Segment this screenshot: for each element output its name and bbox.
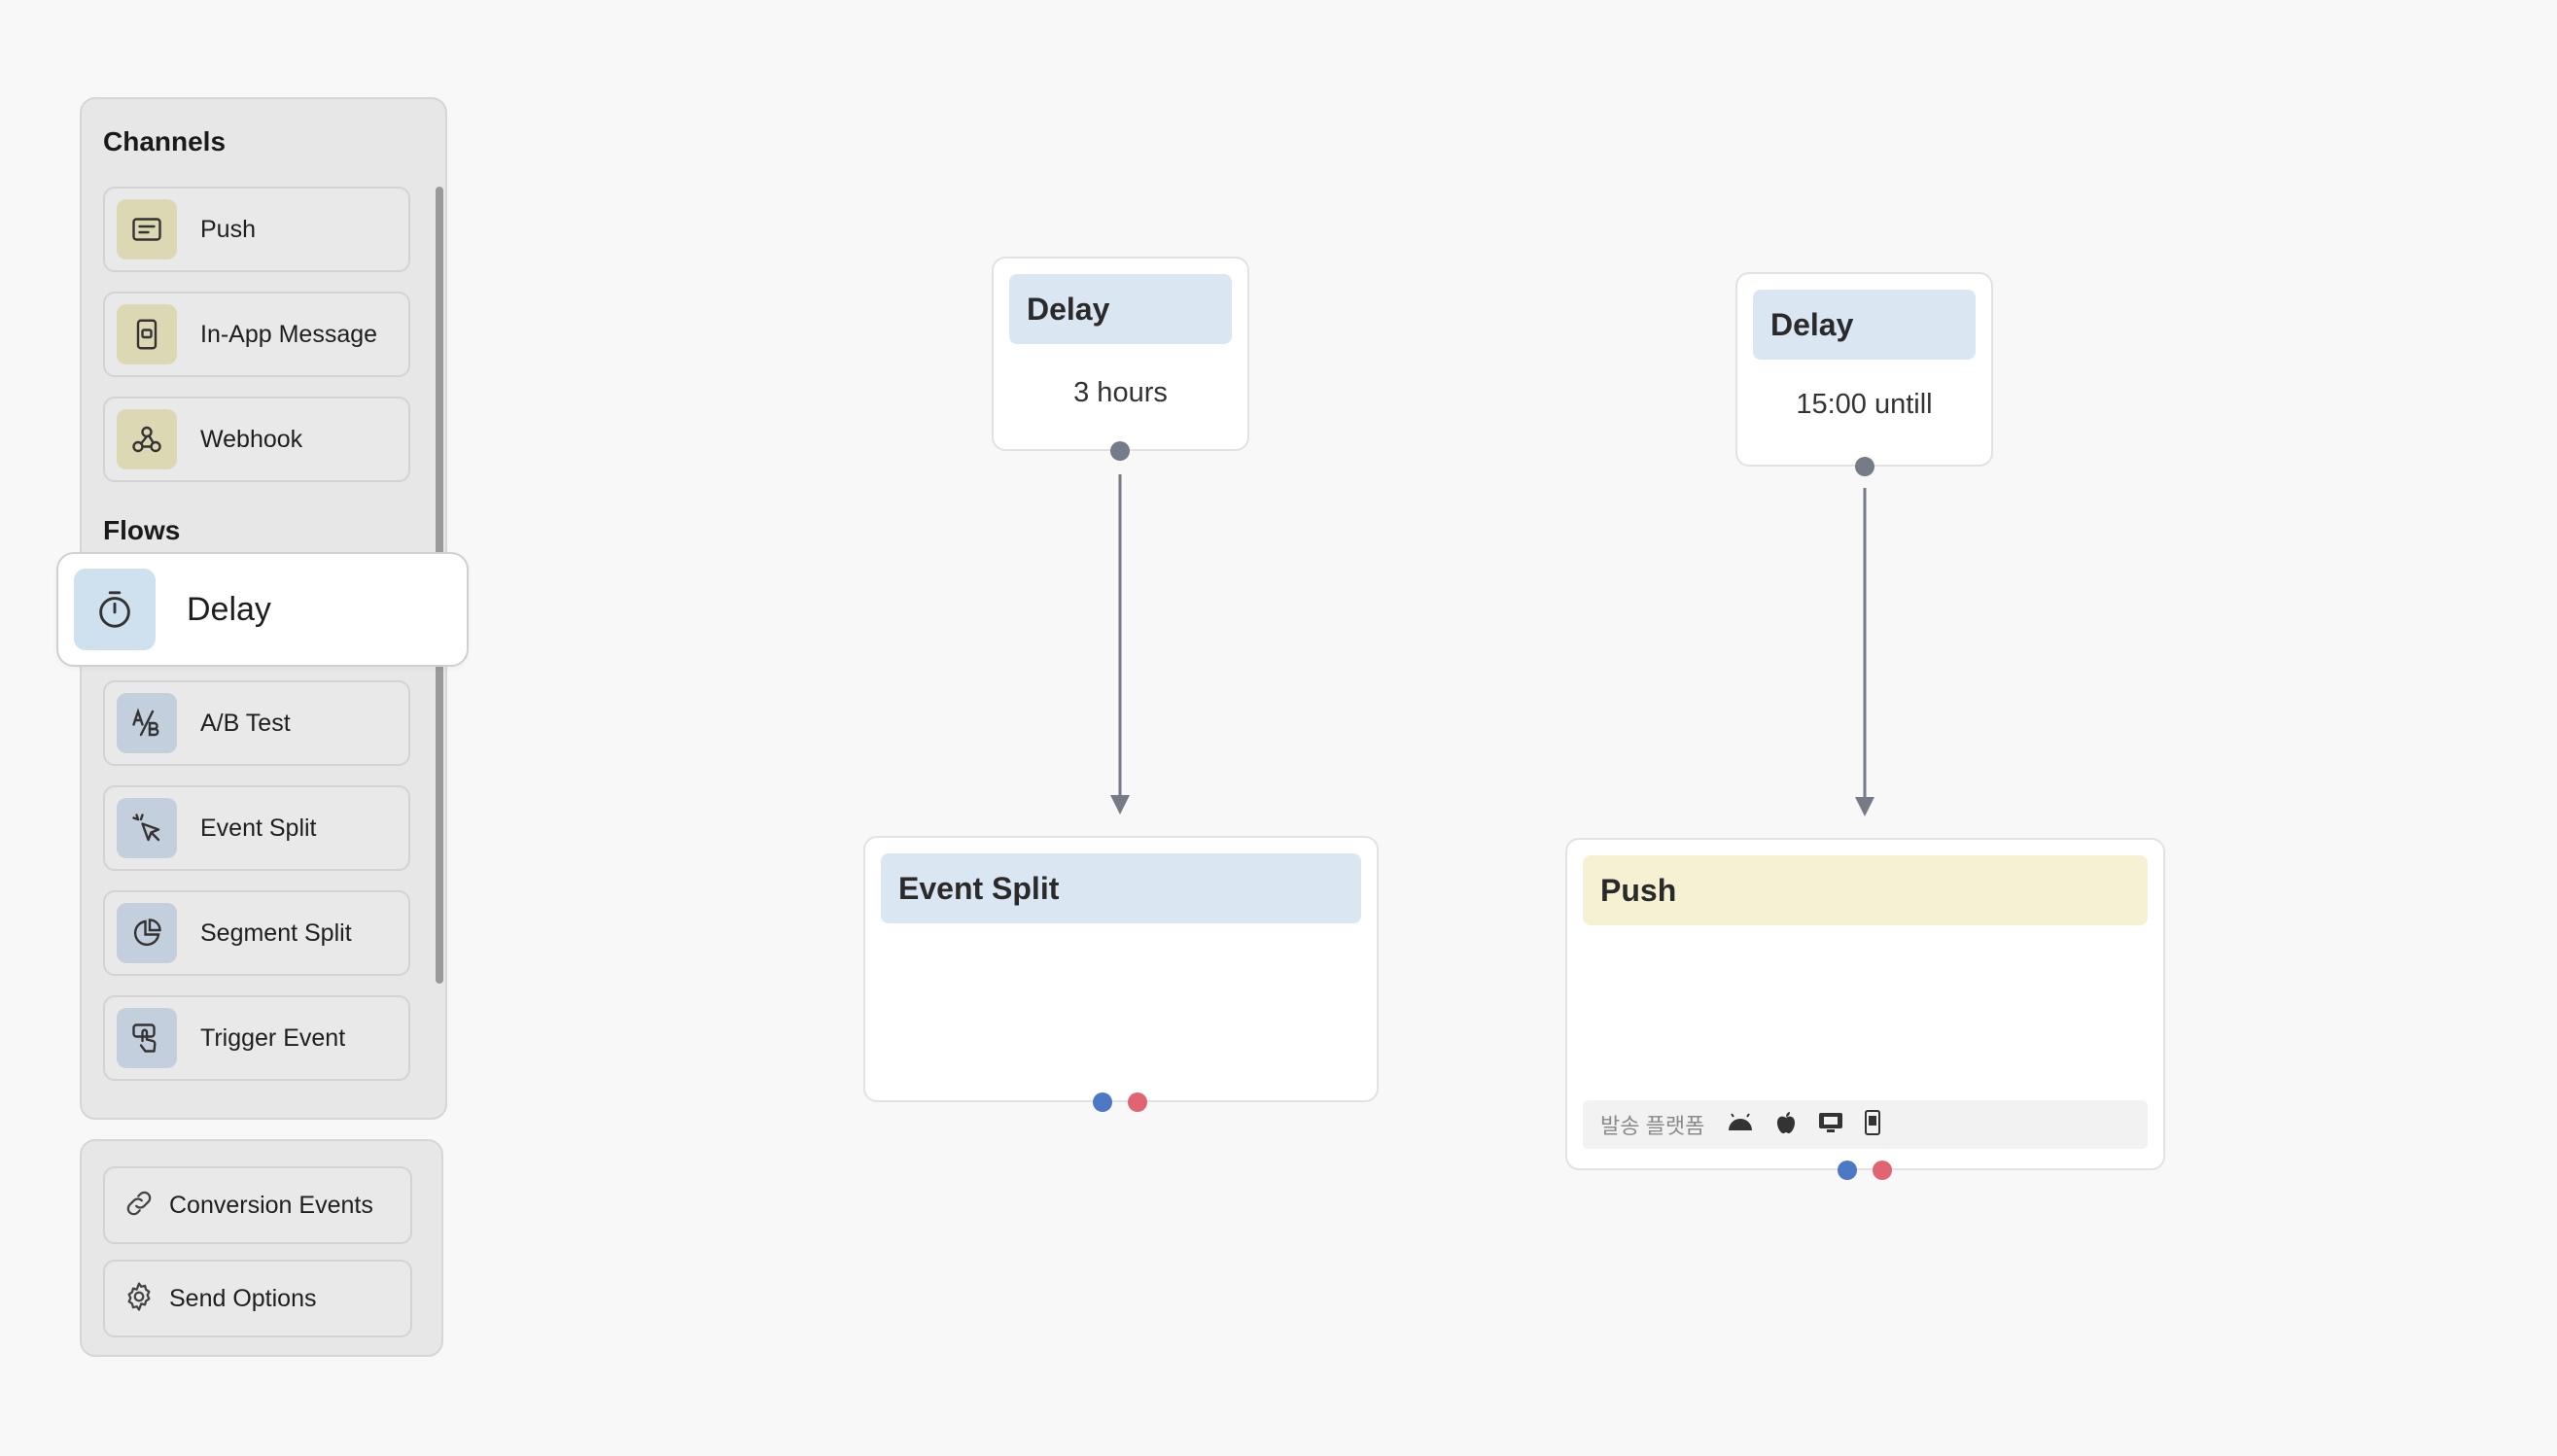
sidebar-item-label: In-App Message	[200, 320, 378, 348]
platform-bar: 발송 플랫폼	[1583, 1100, 2148, 1149]
delay-node-1[interactable]: Delay 3 hours	[992, 257, 1249, 451]
mobile-icon	[1864, 1109, 1881, 1140]
output-port[interactable]	[1855, 457, 1874, 476]
sidebar-item-label: Webhook	[200, 425, 303, 453]
sidebar-item-event-split[interactable]: Event Split	[103, 785, 410, 871]
sidebar-item-webhook[interactable]: Webhook	[103, 397, 410, 482]
link-icon	[105, 1187, 156, 1225]
platform-label: 발송 플랫폼	[1600, 1114, 1705, 1138]
node-body-text: 15:00 untill	[1796, 389, 1933, 420]
android-icon	[1726, 1111, 1755, 1139]
node-title: Event Split	[881, 853, 1361, 923]
channels-section-title: Channels	[103, 126, 227, 156]
sidebar-item-label: Event Split	[200, 814, 317, 842]
conversion-events-button[interactable]: Conversion Events	[103, 1166, 412, 1244]
event-split-node[interactable]: Event Split	[863, 836, 1379, 1102]
sidebar-item-ab-test[interactable]: A/B Test	[103, 680, 410, 766]
hand-pointer-icon	[117, 1008, 177, 1068]
output-port-no[interactable]	[1873, 1161, 1892, 1180]
sidebar-footer: Conversion Events Send Options	[80, 1139, 443, 1357]
gear-icon	[105, 1280, 156, 1318]
push-node[interactable]: Push 발송 플랫폼	[1565, 838, 2165, 1170]
delay-node-2[interactable]: Delay 15:00 untill	[1735, 272, 1993, 467]
send-options-button[interactable]: Send Options	[103, 1260, 412, 1337]
send-options-label: Send Options	[169, 1284, 317, 1312]
cursor-click-icon	[117, 798, 177, 858]
conversion-events-label: Conversion Events	[169, 1191, 373, 1219]
sidebar-item-in-app-message[interactable]: In-App Message	[103, 292, 410, 377]
ab-test-icon	[117, 693, 177, 753]
sidebar-item-trigger-event[interactable]: Trigger Event	[103, 995, 410, 1081]
sidebar-item-label: Trigger Event	[200, 1023, 346, 1052]
node-title: Push	[1583, 855, 2148, 925]
flows-section-title: Flows	[103, 515, 181, 545]
node-title: Delay	[1009, 274, 1232, 344]
sidebar-item-label: Push	[200, 215, 256, 243]
sidebar-item-push[interactable]: Push	[103, 187, 410, 272]
dragged-delay-label: Delay	[187, 590, 271, 628]
webhook-icon	[117, 409, 177, 469]
sidebar-item-label: Segment Split	[200, 919, 352, 947]
desktop-icon	[1817, 1111, 1844, 1139]
output-port-yes[interactable]	[1093, 1092, 1112, 1112]
output-port-no[interactable]	[1128, 1092, 1147, 1112]
node-body-text: 3 hours	[1073, 377, 1168, 408]
output-port[interactable]	[1110, 441, 1130, 461]
stopwatch-icon	[74, 569, 156, 650]
output-port-yes[interactable]	[1838, 1161, 1857, 1180]
edge-arrowhead	[1855, 797, 1874, 816]
edge-arrowhead	[1110, 795, 1130, 815]
sidebar-item-label: A/B Test	[200, 709, 291, 737]
sidebar-item-segment-split[interactable]: Segment Split	[103, 890, 410, 976]
phone-icon	[117, 304, 177, 364]
message-icon	[117, 199, 177, 260]
node-title: Delay	[1753, 290, 1976, 360]
pie-chart-icon	[117, 903, 177, 963]
apple-icon	[1774, 1110, 1798, 1140]
dragged-delay-card[interactable]: Delay	[56, 552, 469, 667]
